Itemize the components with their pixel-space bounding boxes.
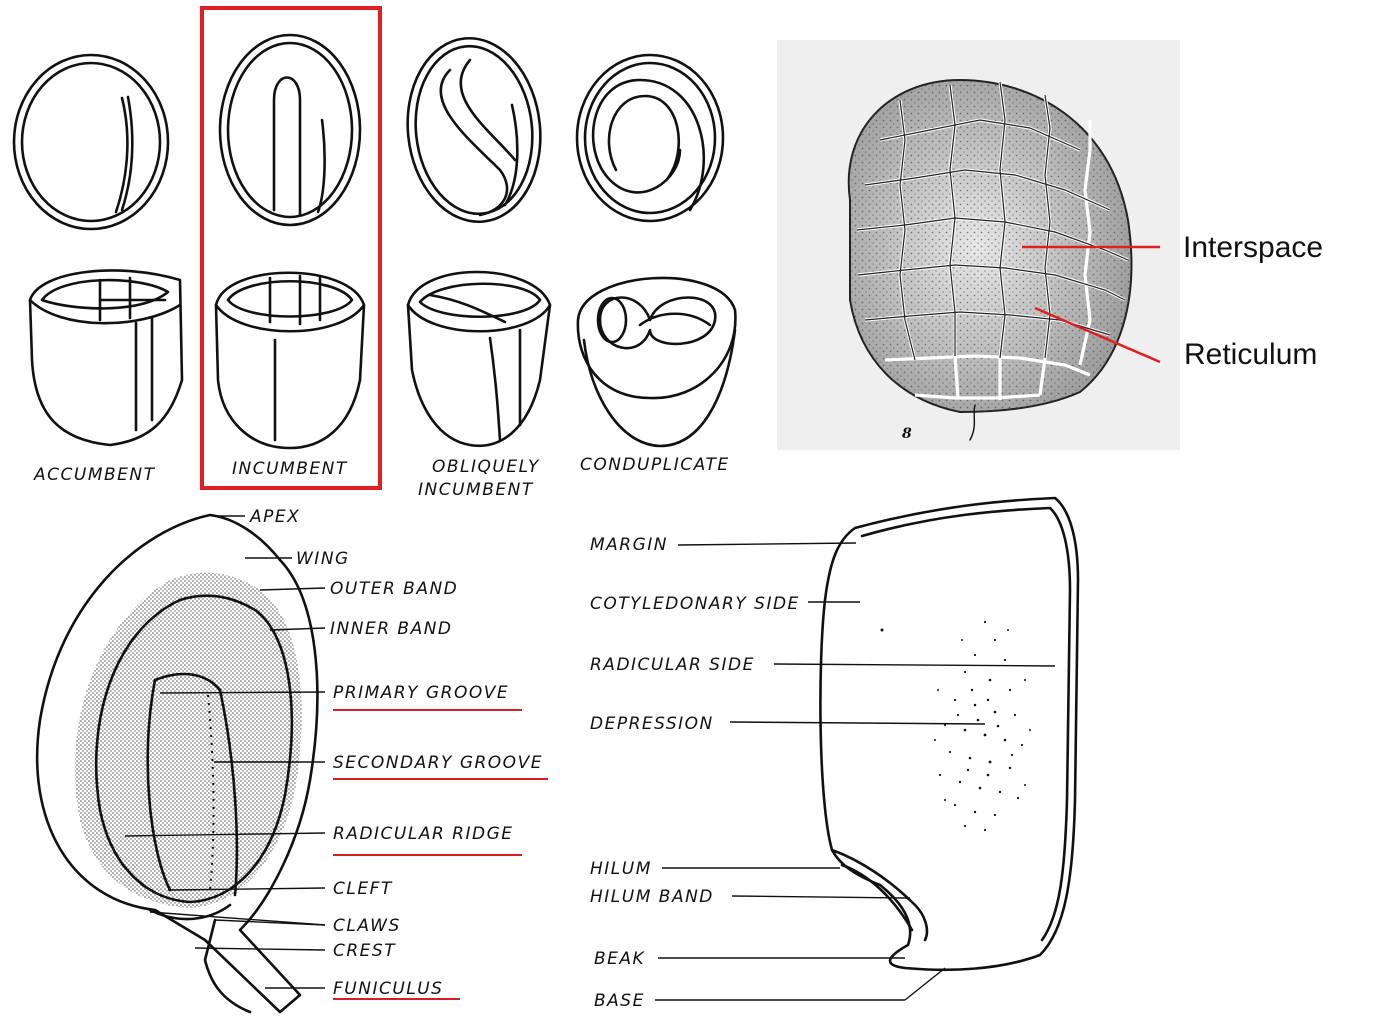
margin-label: MARGIN [590, 535, 668, 555]
hilum-band-label: HILUM BAND [590, 887, 714, 907]
margin-leader [678, 543, 856, 545]
hilum-band-leader [732, 896, 910, 898]
secondary-groove-label: SECONDARY GROOVE [333, 753, 543, 773]
wing-label: WING [296, 549, 350, 569]
outer-band-leader [260, 588, 325, 590]
radicular-side-label: RADICULAR SIDE [590, 655, 755, 675]
incumbent-label: INCUMBENT [232, 459, 348, 479]
depression-stippling [934, 621, 1031, 831]
cotyledonary-side-label: COTYLEDONARY SIDE [590, 594, 800, 614]
figure-number: 8 [902, 426, 912, 442]
radicular-ridge-label: RADICULAR RIDGE [333, 824, 514, 844]
conduplicate-seed-drawing [577, 55, 735, 446]
accumbent-label: ACCUMBENT [33, 465, 156, 485]
reticulum-label: Reticulum [1184, 338, 1317, 371]
obliquely-incumbent-label: INCUMBENT [418, 480, 534, 500]
obliquely-incumbent-seed-drawing [399, 32, 550, 446]
hilum-label: HILUM [590, 859, 652, 879]
flat-seed-drawing [820, 498, 1078, 970]
base-label: BASE [594, 991, 645, 1011]
primary-groove-leader [160, 692, 325, 693]
primary-groove-label: PRIMARY GROOVE [333, 683, 509, 703]
interspace-label: Interspace [1183, 231, 1323, 264]
accumbent-seed-drawing [14, 55, 182, 445]
outer-band-label: OUTER BAND [330, 579, 458, 599]
obliquely-label: OBLIQUELY [432, 457, 540, 477]
conduplicate-label: CONDUPLICATE [580, 455, 730, 475]
apex-label: APEX [249, 507, 300, 527]
radicular-side-leader [774, 664, 1055, 666]
depression-label: DEPRESSION [590, 714, 714, 734]
incumbent-seed-drawing [216, 35, 364, 448]
crest-label: CREST [333, 941, 396, 961]
inner-band-label: INNER BAND [330, 619, 453, 639]
beak-label: BEAK [594, 949, 646, 969]
cleft-label: CLEFT [333, 879, 393, 899]
funiculus-label: FUNICULUS [333, 979, 443, 999]
claws-label: CLAWS [333, 916, 401, 936]
reticulate-seed-photo: 8 [777, 40, 1180, 450]
base-leader-tick [905, 968, 945, 1000]
depression-leader [730, 722, 985, 724]
